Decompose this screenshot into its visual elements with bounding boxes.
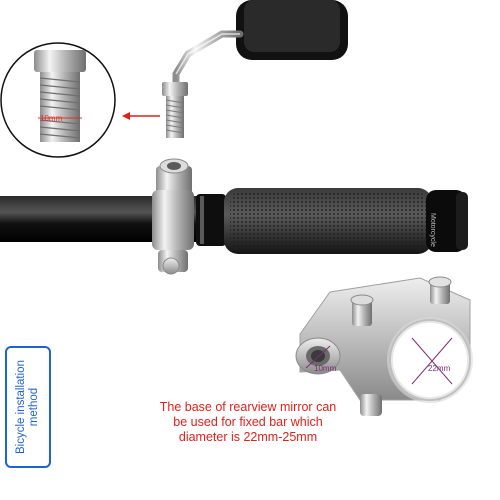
thread-size-label: 10mm (40, 114, 63, 123)
installation-method-line-2: method (28, 387, 40, 427)
mirror-head (172, 0, 348, 88)
mirror-stem (162, 82, 188, 138)
installation-method-badge: Bicycle installation method (5, 346, 51, 468)
caption-line-2: be used for fixed bar which (173, 415, 323, 429)
clamp-closeup (295, 276, 473, 416)
thread-zoom-callout (0, 42, 116, 158)
callout-arrow (122, 112, 160, 120)
caption-line-3: diameter is 22mm-25mm (178, 430, 318, 444)
installation-method-text: Bicycle installation method (15, 360, 41, 454)
grip-brand-text: Motorcycle (429, 213, 436, 247)
clamp-caption: The base of rearview mirror can be used … (118, 400, 378, 445)
caption-line-1: The base of rearview mirror can (159, 400, 337, 414)
bar-diameter-label: 22mm (428, 364, 451, 373)
handlebar-grip (196, 188, 468, 254)
clamp-thread-label: 10mm (314, 364, 337, 373)
mirror-clamp (152, 158, 194, 275)
installation-method-line-1: Bicycle installation (15, 360, 27, 454)
